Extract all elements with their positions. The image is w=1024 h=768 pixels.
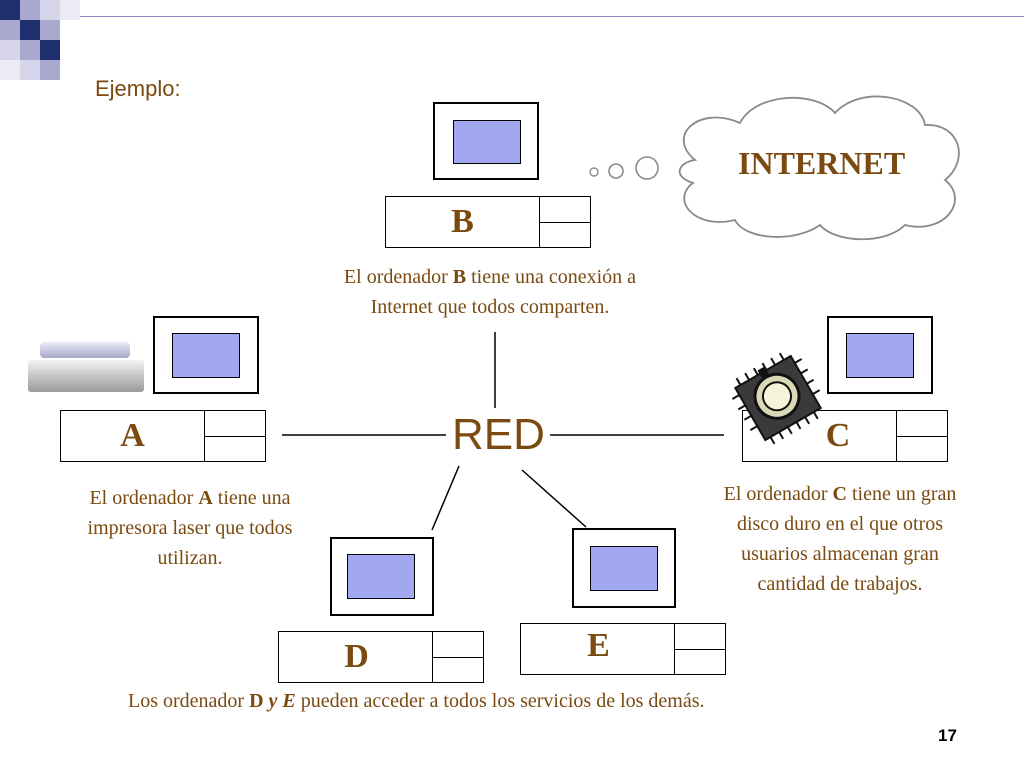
description-d-e: Los ordenador D y E pueden acceder a tod… [128, 690, 705, 712]
drive-c [896, 411, 947, 461]
description-c-line4: cantidad de trabajos. [757, 573, 923, 595]
cpu-e: E [520, 623, 726, 675]
description-c-line1: El ordenador C tiene un gran [723, 483, 957, 505]
description-a-line1: El ordenador A tiene una [89, 487, 291, 509]
computer-e-letter: E [587, 627, 610, 664]
link-d [431, 465, 460, 531]
drive-e [674, 624, 725, 674]
screen-c [846, 333, 914, 378]
link-e [521, 469, 587, 528]
drive-a [204, 411, 265, 461]
computer-c-letter: C [825, 417, 851, 454]
cpu-b: B [385, 196, 591, 248]
computer-a-letter: A [120, 417, 145, 454]
drive-b [539, 197, 590, 247]
computer-b-letter: B [451, 203, 474, 240]
description-a: El ordenador A tiene una impresora laser… [45, 483, 335, 573]
description-a-line3: utilizan. [157, 547, 223, 569]
description-c: El ordenador C tiene un gran disco duro … [680, 479, 1000, 599]
top-rule [80, 16, 1024, 17]
page-number: 17 [938, 726, 957, 745]
screen-e [590, 546, 658, 591]
network-label: RED [452, 410, 545, 459]
monitor-c [827, 316, 933, 394]
description-b: El ordenador B tiene una conexión a Inte… [290, 262, 690, 322]
drive-d [432, 632, 483, 682]
internet-cloud [589, 95, 960, 241]
computer-d-letter: D [344, 638, 369, 675]
screen-b [453, 120, 521, 164]
cpu-a: A [60, 410, 266, 462]
cpu-c: C [742, 410, 948, 462]
monitor-a [153, 316, 259, 394]
screen-a [172, 333, 240, 378]
description-a-line2: impresora laser que todos [87, 517, 293, 539]
description-b-line2: Internet que todos comparten. [370, 296, 610, 318]
monitor-b [433, 102, 539, 180]
description-c-line2: disco duro en el que otros [736, 513, 944, 535]
monitor-d [330, 537, 434, 616]
description-b-line1: El ordenador B tiene una conexión a [343, 266, 637, 288]
description-c-line3: usuarios almacenan gran [741, 543, 939, 565]
monitor-e [572, 528, 676, 608]
screen-d [347, 554, 415, 599]
cpu-d: D [278, 631, 484, 683]
example-title: Ejemplo: [95, 76, 181, 101]
printer-icon [28, 342, 144, 392]
hard-disk-icon [731, 352, 823, 445]
internet-label: INTERNET [738, 145, 906, 181]
